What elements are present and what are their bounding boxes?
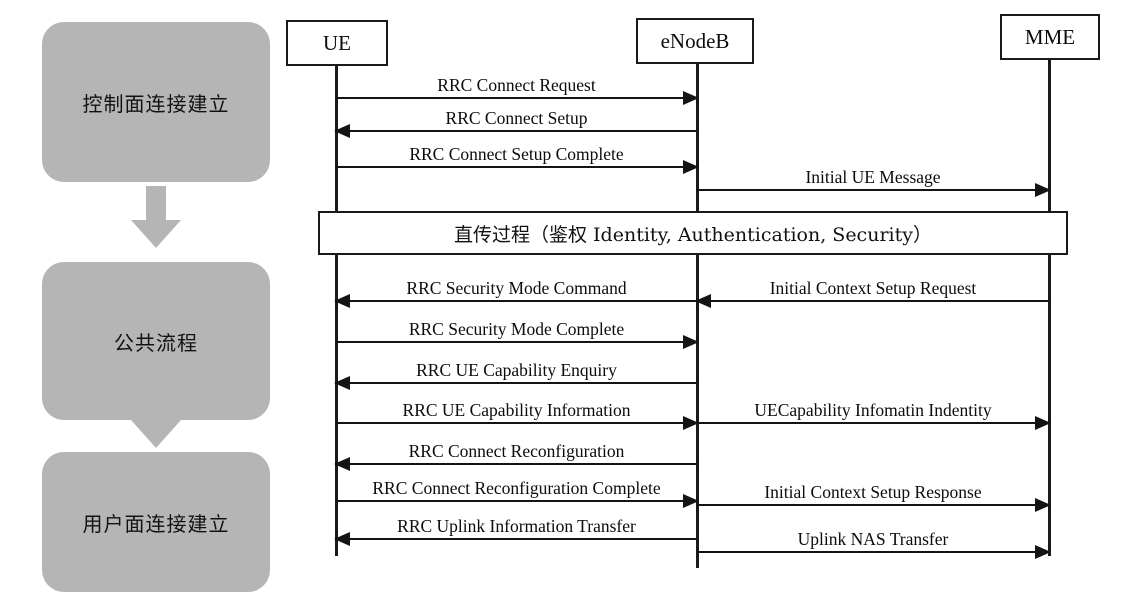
message-label: RRC Connect Reconfiguration <box>408 441 625 461</box>
message-shaft <box>336 300 697 302</box>
message-shaft <box>336 341 697 343</box>
arrowhead-right-icon <box>1035 183 1051 197</box>
down-arrow-icon <box>129 386 183 450</box>
message-m8: RRC UE Capability Enquiry <box>334 354 697 390</box>
message-shaft <box>336 97 697 99</box>
message-m5: RRC Security Mode Command <box>334 272 697 308</box>
message-m1: RRC Connect Request <box>336 69 699 105</box>
message-label: RRC Connect Setup <box>445 108 588 128</box>
message-label: RRC Security Mode Complete <box>408 319 625 339</box>
stage-label: 公共流程 <box>114 330 198 355</box>
message-shaft <box>336 538 697 540</box>
message-shaft <box>336 422 697 424</box>
message-label: RRC Uplink Information Transfer <box>397 516 636 536</box>
arrowhead-left-icon <box>334 457 350 471</box>
message-m14: RRC Uplink Information Transfer <box>334 510 697 546</box>
arrowhead-right-icon <box>683 335 699 349</box>
message-label: RRC UE Capability Enquiry <box>416 360 617 380</box>
message-m9: RRC UE Capability Information <box>336 394 699 430</box>
message-shaft <box>336 463 697 465</box>
message-shaft <box>336 500 697 502</box>
message-shaft <box>336 130 697 132</box>
arrowhead-right-icon <box>1035 545 1051 559</box>
message-label: RRC Connect Request <box>437 75 596 95</box>
message-m10: UECapability Infomatin Indentity <box>697 394 1051 430</box>
actor-box-ue: UE <box>286 20 388 66</box>
message-m12: RRC Connect Reconfiguration Complete <box>336 472 699 508</box>
message-m6: Initial Context Setup Request <box>695 272 1049 308</box>
message-shaft <box>697 551 1049 553</box>
lifeline-mme <box>1048 60 1051 556</box>
message-shaft <box>336 166 697 168</box>
arrowhead-right-icon <box>1035 416 1051 430</box>
message-shaft <box>697 300 1049 302</box>
message-label: RRC Connect Setup Complete <box>409 144 624 164</box>
actor-label: MME <box>1024 24 1076 49</box>
message-m13: Initial Context Setup Response <box>697 476 1051 512</box>
message-label: RRC UE Capability Information <box>402 400 631 420</box>
message-shaft <box>697 422 1049 424</box>
arrowhead-right-icon <box>683 160 699 174</box>
down-arrow-icon <box>129 186 183 250</box>
message-label: UECapability Infomatin Indentity <box>754 400 992 420</box>
message-shaft <box>336 382 697 384</box>
arrowhead-left-icon <box>334 376 350 390</box>
message-m3: RRC Connect Setup Complete <box>336 138 699 174</box>
message-label: Initial Context Setup Response <box>764 482 982 502</box>
message-label: Uplink NAS Transfer <box>797 529 949 549</box>
arrowhead-left-icon <box>695 294 711 308</box>
message-m4: Initial UE Message <box>697 161 1051 197</box>
actor-label: eNodeB <box>660 28 730 53</box>
stage-box-user-plane: 用户面连接建立 <box>42 452 270 592</box>
arrowhead-right-icon <box>683 416 699 430</box>
arrowhead-left-icon <box>334 124 350 138</box>
actor-box-enodeb: eNodeB <box>636 18 754 64</box>
lifeline-ue <box>335 66 338 556</box>
lifeline-enodeb <box>696 64 699 568</box>
message-label: RRC Connect Reconfiguration Complete <box>372 478 661 498</box>
message-label: Initial Context Setup Request <box>769 278 977 298</box>
message-m7: RRC Security Mode Complete <box>336 313 699 349</box>
arrowhead-right-icon <box>683 91 699 105</box>
stage-label: 控制面连接建立 <box>82 91 230 116</box>
message-label: RRC Security Mode Command <box>406 278 627 298</box>
message-label: Initial UE Message <box>805 167 941 187</box>
stage-label: 用户面连接建立 <box>82 511 230 536</box>
message-m11: RRC Connect Reconfiguration <box>334 435 697 471</box>
direct-transfer-banner: 直传过程（鉴权 Identity, Authentication, Securi… <box>318 211 1068 255</box>
banner-label: 直传过程（鉴权 Identity, Authentication, Securi… <box>454 223 932 246</box>
arrowhead-right-icon <box>683 494 699 508</box>
message-shaft <box>697 504 1049 506</box>
actor-box-mme: MME <box>1000 14 1100 60</box>
message-m2: RRC Connect Setup <box>334 102 697 138</box>
stage-box-control-plane: 控制面连接建立 <box>42 22 270 182</box>
arrowhead-left-icon <box>334 294 350 308</box>
arrowhead-right-icon <box>1035 498 1051 512</box>
arrowhead-left-icon <box>334 532 350 546</box>
message-shaft <box>697 189 1049 191</box>
actor-label: UE <box>323 30 351 55</box>
message-m15: Uplink NAS Transfer <box>697 523 1051 559</box>
